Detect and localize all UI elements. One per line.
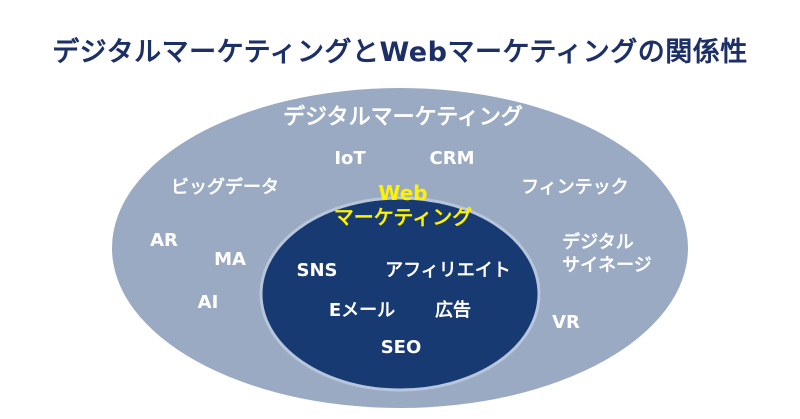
- outer-item-ma: MA: [214, 249, 246, 270]
- outer-item-fintech: フィンテック: [521, 177, 629, 198]
- outer-item-signage-line1: デジタル: [562, 231, 634, 253]
- inner-item-sns: SNS: [297, 260, 338, 281]
- inner-item-seo: SEO: [381, 337, 422, 358]
- web-marketing-title-line2: マーケティング: [334, 205, 472, 229]
- page-title: デジタルマーケティングとWebマーケティングの関係性: [52, 37, 748, 68]
- inner-item-email: Eメール: [329, 300, 395, 321]
- inner-item-affiliate: アフィリエイト: [385, 260, 511, 281]
- outer-item-big-data: ビッグデータ: [171, 176, 279, 198]
- outer-item-iot: IoT: [334, 148, 366, 169]
- outer-item-signage-line2: サイネージ: [562, 255, 652, 276]
- digital-marketing-label: デジタルマーケティング: [283, 104, 523, 130]
- web-marketing-title-line1: Web: [378, 181, 427, 205]
- outer-item-vr: VR: [552, 312, 580, 333]
- outer-item-ar: AR: [150, 230, 178, 251]
- outer-item-ai: AI: [198, 292, 219, 313]
- outer-item-crm: CRM: [430, 148, 475, 169]
- web-marketing-ellipse: [259, 196, 541, 392]
- inner-item-ad: 広告: [435, 299, 471, 321]
